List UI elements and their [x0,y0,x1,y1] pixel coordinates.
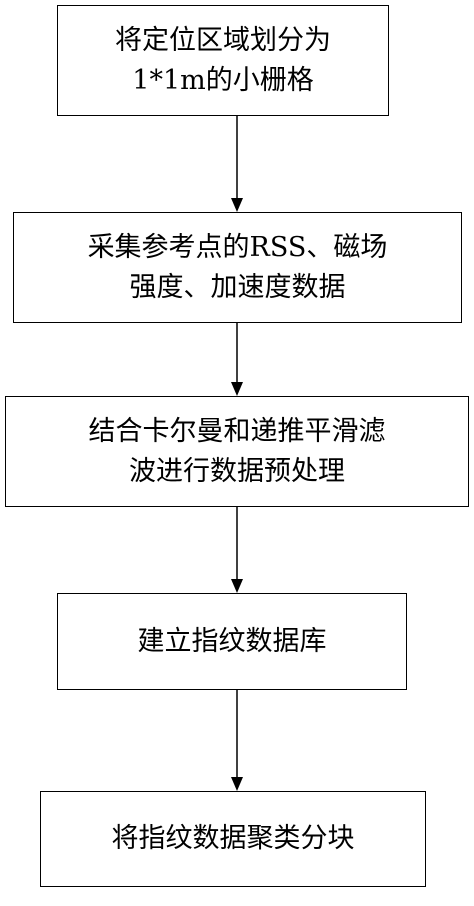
step-3-box: 结合卡尔曼和递推平滑滤 波进行数据预处理 [5,396,469,507]
step-5-box: 将指纹数据聚类分块 [40,791,426,887]
step-1-line-1: 将定位区域划分为 [115,24,331,56]
step-4-line-1: 建立指纹数据库 [137,625,327,657]
step-2-line-2: 强度、加速度数据 [129,271,346,303]
step-1-box: 将定位区域划分为 1*1m的小栅格 [57,5,389,116]
arrow-1-2-head [231,198,243,212]
step-3-line-1: 结合卡尔曼和递推平滑滤 [88,415,386,447]
arrow-4-5-head [231,777,243,791]
step-2-text: 采集参考点的RSS、磁场 强度、加速度数据 [88,228,388,308]
arrow-3-4-head [231,579,243,593]
step-3-text: 结合卡尔曼和递推平滑滤 波进行数据预处理 [89,412,386,492]
step-1-line-2: 1*1m的小栅格 [132,64,314,96]
step-5-text: 将指纹数据聚类分块 [112,819,355,859]
step-4-box: 建立指纹数据库 [57,593,407,690]
step-1-text: 将定位区域划分为 1*1m的小栅格 [115,21,331,101]
step-4-text: 建立指纹数据库 [138,622,327,662]
arrow-2-3-head [231,382,243,396]
step-2-box: 采集参考点的RSS、磁场 强度、加速度数据 [13,212,462,323]
step-3-line-2: 波进行数据预处理 [129,455,345,487]
step-5-line-1: 将指纹数据聚类分块 [111,823,355,854]
step-2-line-1: 采集参考点的RSS、磁场 [87,231,388,263]
